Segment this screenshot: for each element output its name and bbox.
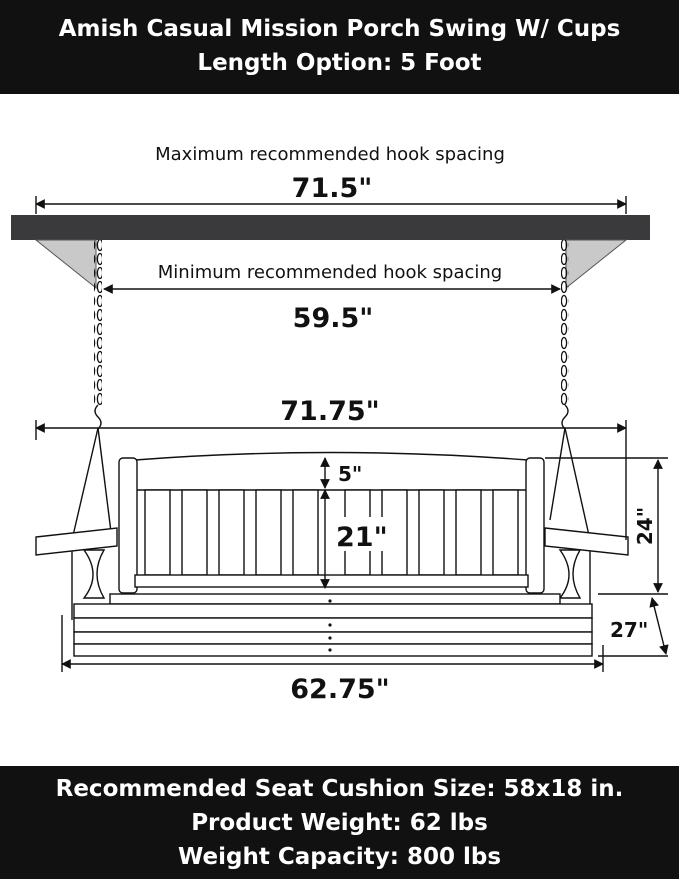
dimension-diagram: Maximum recommended hook spacing 71.5" M… — [0, 94, 679, 766]
seat-depth-dimension-line — [649, 597, 669, 655]
back-height-value: 21" — [336, 522, 388, 553]
length-option: Length Option: 5 Foot — [197, 50, 482, 76]
seat-width-value: 62.75" — [290, 674, 389, 705]
header-banner: Amish Casual Mission Porch Swing W/ Cups… — [0, 0, 679, 94]
cushion-size: Recommended Seat Cushion Size: 58x18 in. — [55, 776, 624, 802]
max-hook-value: 71.5" — [292, 173, 373, 204]
product-title: Amish Casual Mission Porch Swing W/ Cups — [58, 16, 621, 42]
arm-height-value: 24" — [633, 507, 657, 545]
product-weight: Product Weight: 62 lbs — [191, 810, 488, 836]
max-hook-label: Maximum recommended hook spacing — [155, 144, 505, 165]
back-top-value: 5" — [338, 462, 362, 486]
seat-screws — [328, 599, 332, 652]
ceiling-beam — [11, 215, 650, 290]
weight-capacity: Weight Capacity: 800 lbs — [177, 844, 502, 870]
seat-depth-value: 27" — [610, 618, 648, 642]
min-hook-value: 59.5" — [293, 303, 374, 334]
overall-width-value: 71.75" — [280, 396, 379, 427]
footer-banner: Recommended Seat Cushion Size: 58x18 in.… — [0, 766, 679, 879]
min-hook-label: Minimum recommended hook spacing — [158, 262, 502, 283]
porch-swing — [35, 451, 629, 657]
back-slats — [144, 489, 519, 576]
